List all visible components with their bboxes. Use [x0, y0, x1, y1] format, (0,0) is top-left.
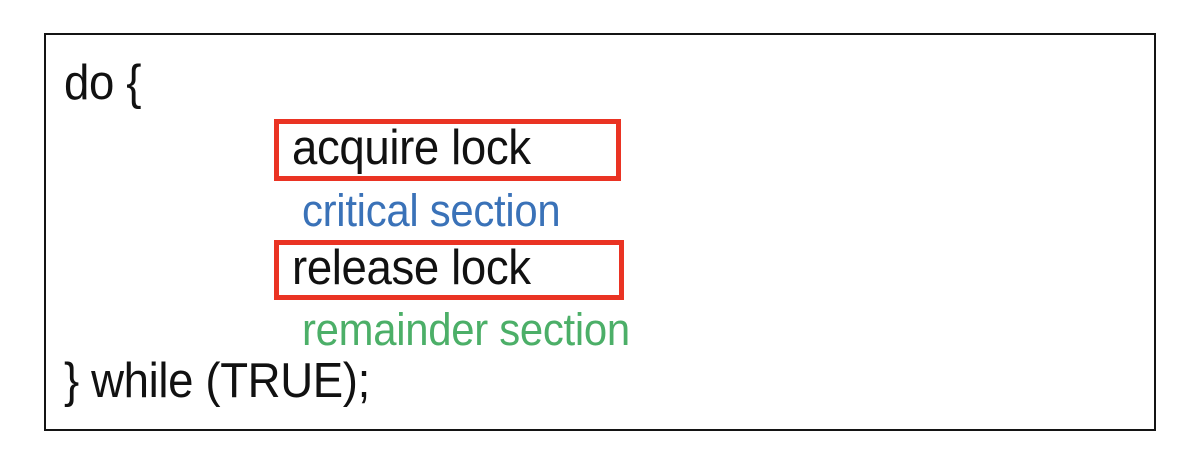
code-line-remainder-section: remainder section [302, 304, 630, 355]
highlighted-statement-acquire-lock[interactable]: acquire lock [274, 119, 621, 181]
code-line-do-open: do { [64, 56, 142, 110]
highlighted-statement-release-lock[interactable]: release lock [274, 240, 624, 300]
code-line-while-true: } while (TRUE); [64, 354, 370, 408]
statement-label-acquire-lock: acquire lock [292, 120, 531, 175]
code-line-critical-section: critical section [302, 185, 561, 236]
statement-label-release-lock: release lock [292, 240, 531, 295]
code-block-frame: do { acquire lock critical section relea… [44, 33, 1156, 431]
